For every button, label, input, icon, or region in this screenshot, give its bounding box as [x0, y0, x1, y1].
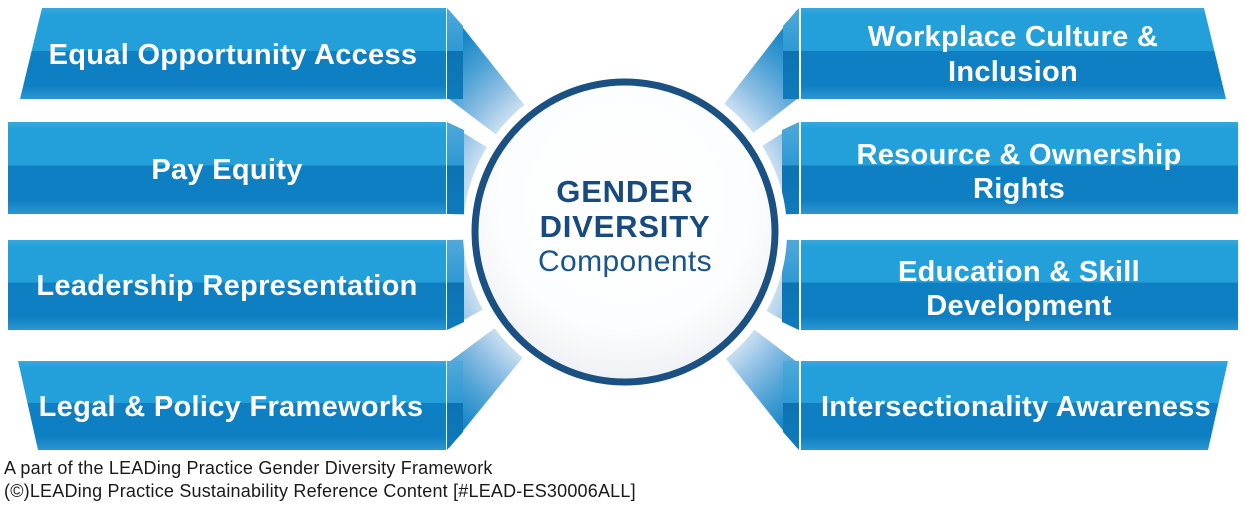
- banner-equal-opportunity-access: Equal Opportunity Access: [20, 8, 446, 99]
- hub-circle: GENDER DIVERSITY Components: [463, 70, 787, 394]
- banner-workplace-culture-inclusion: Workplace Culture & Inclusion: [801, 8, 1226, 99]
- banner-label: Pay Equity: [151, 154, 302, 186]
- fold-left-4: [447, 361, 463, 450]
- banner-label: Inclusion: [948, 56, 1078, 88]
- banner-shape: [801, 240, 1238, 330]
- banner-label: Leadership Representation: [36, 270, 417, 302]
- fold-right-4: [783, 361, 799, 450]
- banner-pay-equity: Pay Equity: [8, 122, 446, 214]
- hub-title-line2: DIVERSITY: [540, 209, 711, 244]
- banner-shape: [8, 122, 446, 214]
- banner-label: Rights: [973, 173, 1065, 205]
- banner-shape: [8, 240, 446, 330]
- banner-intersectionality-awareness: Intersectionality Awareness: [801, 361, 1228, 450]
- hub-ring: [471, 78, 779, 386]
- banner-education-skill-development: Education & Skill Development: [801, 240, 1238, 330]
- fold-left-1: [447, 8, 463, 99]
- banner-shape: [801, 8, 1226, 99]
- fold-left-3: [447, 240, 464, 330]
- fold-right-1: [783, 8, 799, 99]
- fold-right-3: [782, 240, 799, 330]
- banner-shape: [20, 8, 446, 99]
- banner-label: Legal & Policy Frameworks: [39, 391, 424, 423]
- banner-label: Equal Opportunity Access: [49, 39, 418, 71]
- banner-shape: [801, 361, 1228, 450]
- footer-line-2: (©)LEADing Practice Sustainability Refer…: [4, 481, 636, 501]
- banner-shape: [801, 122, 1238, 214]
- banner-legal-policy-frameworks: Legal & Policy Frameworks: [18, 361, 446, 450]
- banner-shape: [18, 361, 446, 450]
- banner-leadership-representation: Leadership Representation: [8, 240, 446, 330]
- footer-line-1: A part of the LEADing Practice Gender Di…: [4, 458, 493, 478]
- banner-label: Workplace Culture &: [868, 21, 1158, 53]
- fold-right-2: [782, 122, 799, 214]
- banner-label: Development: [926, 290, 1111, 322]
- hub-title-line1: GENDER: [556, 174, 693, 209]
- banner-resource-ownership-rights: Resource & Ownership Rights: [801, 122, 1238, 214]
- fold-left-2: [447, 122, 464, 214]
- banner-label: Intersectionality Awareness: [821, 391, 1211, 423]
- banner-label: Education & Skill: [898, 256, 1140, 288]
- hub-title-line3: Components: [538, 245, 712, 278]
- banner-label: Resource & Ownership: [856, 139, 1181, 171]
